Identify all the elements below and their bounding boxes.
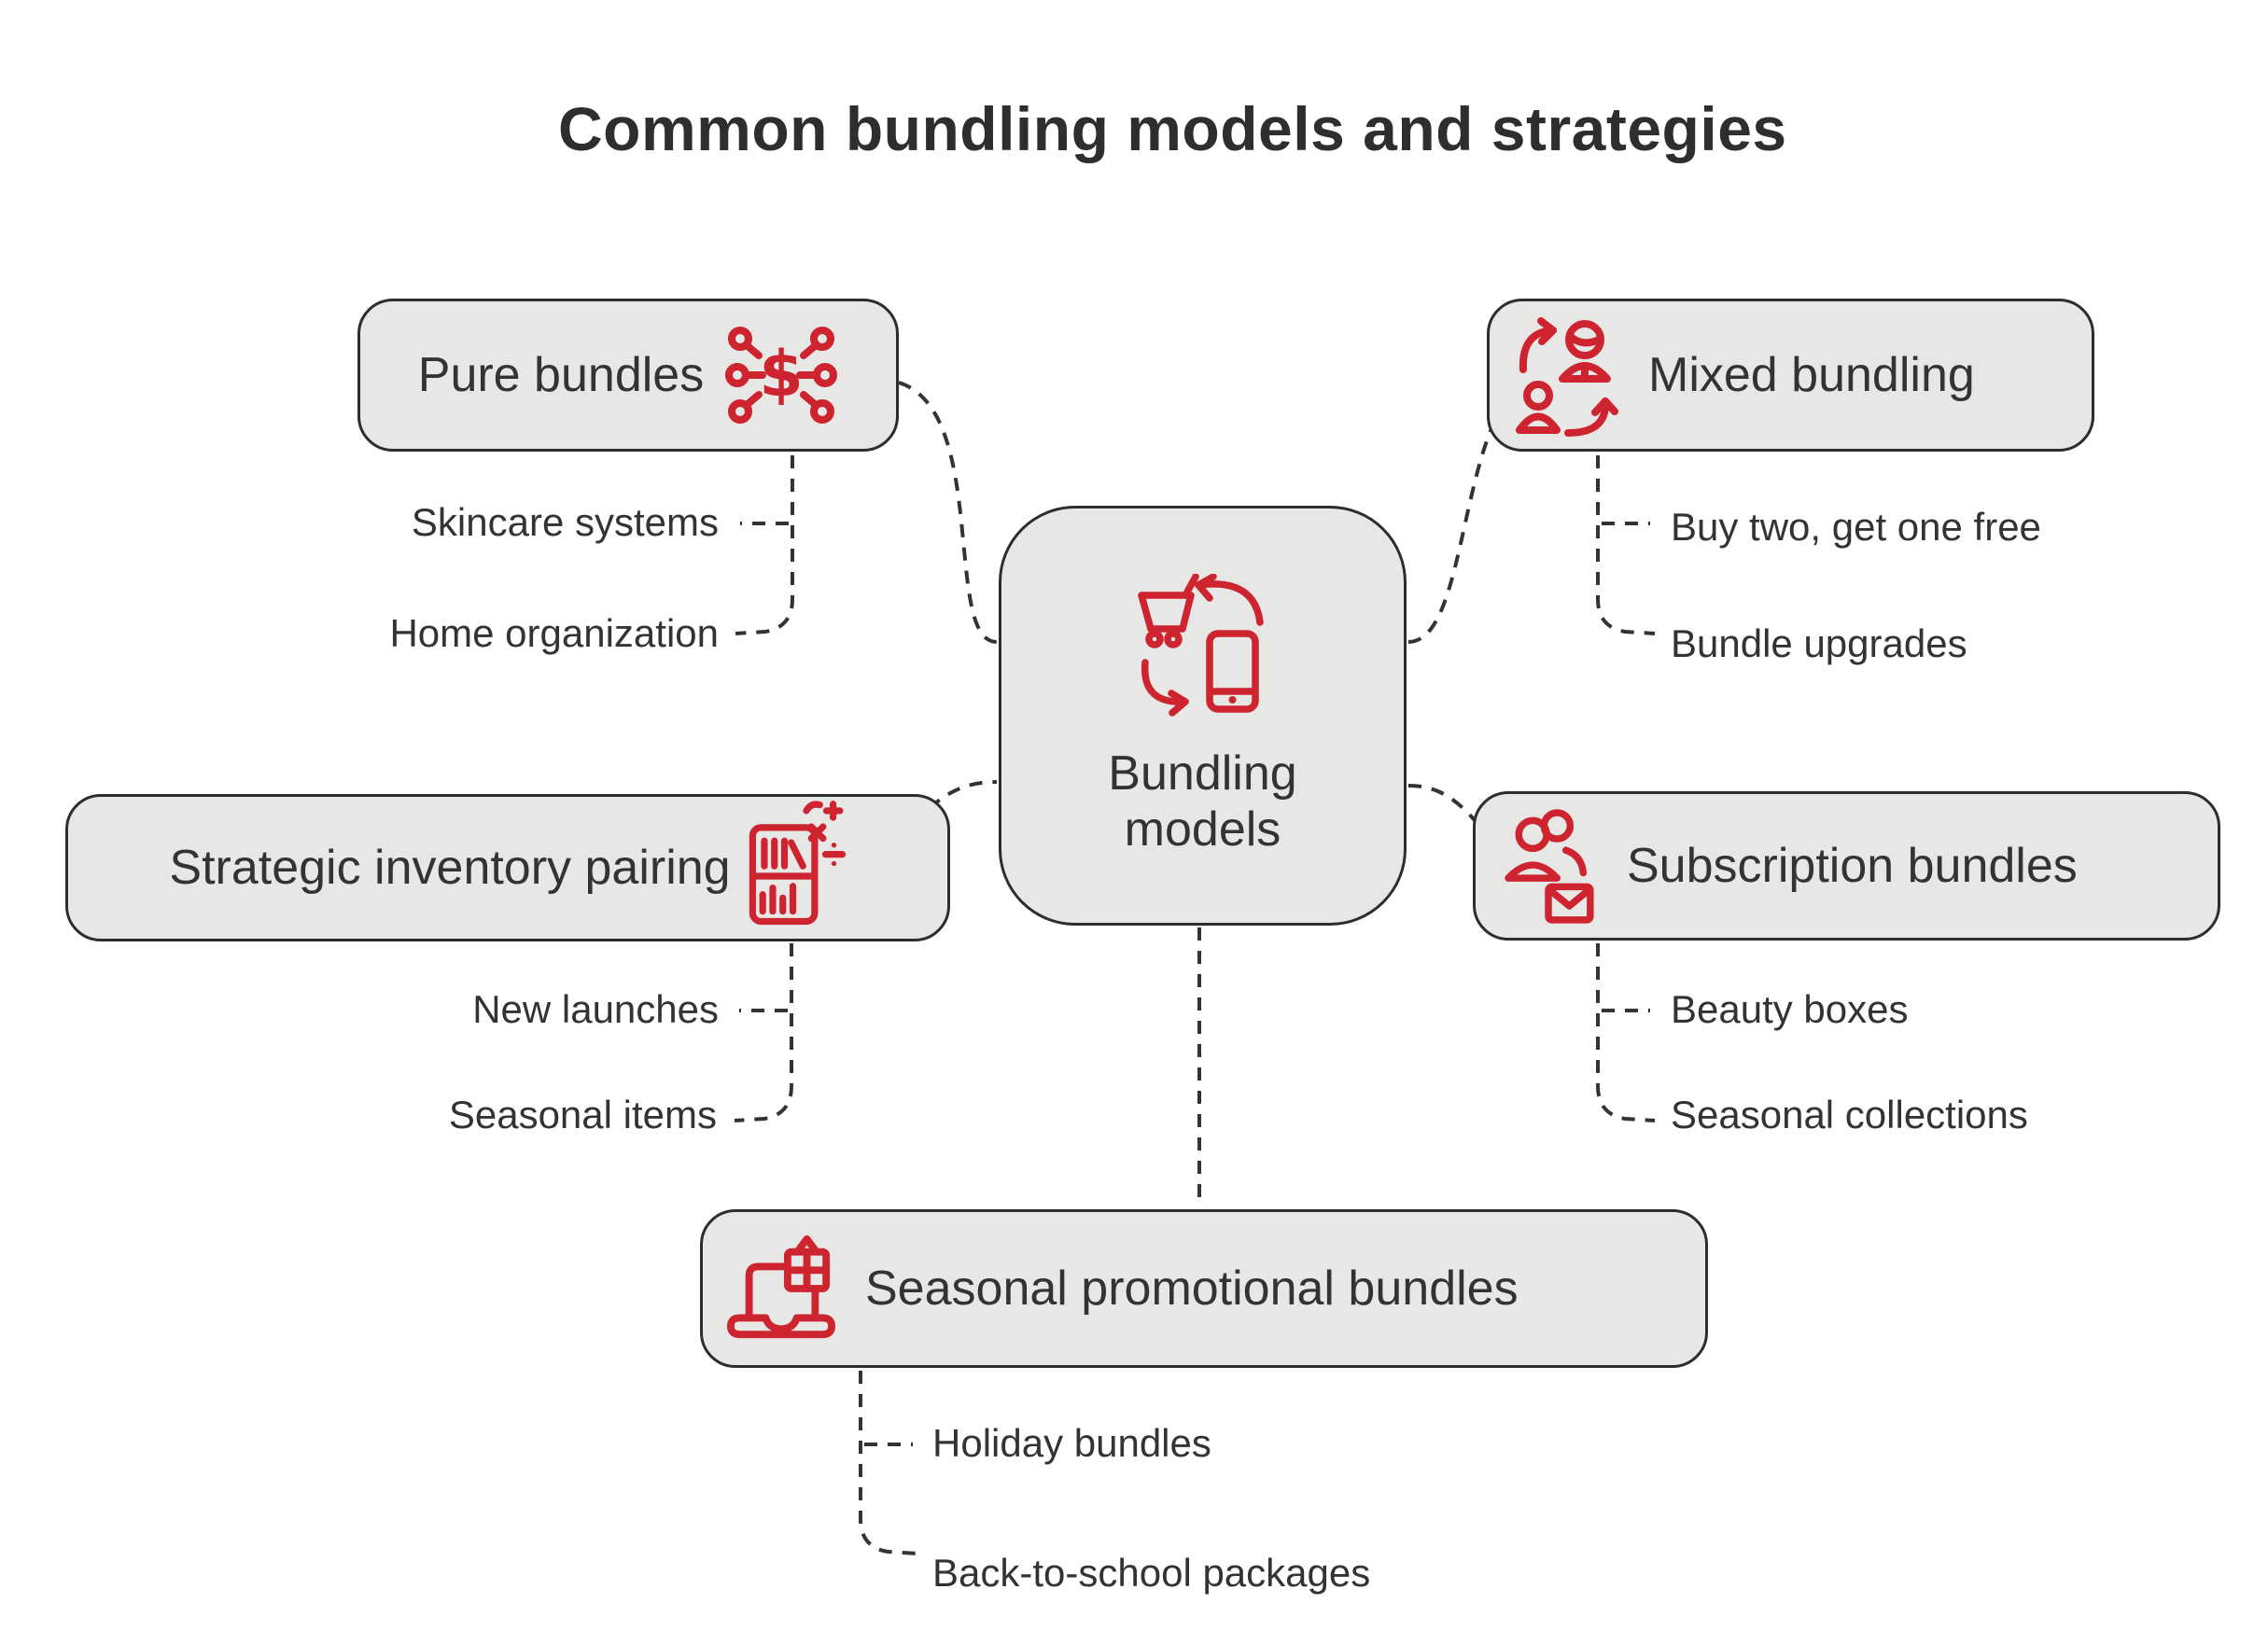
central-node-bundling-models: Bundling models xyxy=(999,506,1407,926)
dollar-network-icon: $ xyxy=(724,324,838,426)
svg-text:$: $ xyxy=(760,338,804,411)
sub-item-home-organization: Home organization xyxy=(389,611,719,655)
sub-item-skincare-systems: Skincare systems xyxy=(411,500,719,544)
central-node-label: Bundling models xyxy=(1108,746,1297,857)
connector-seasonal-children-trunk xyxy=(859,1371,918,1555)
connector-pure-bundles-to-center xyxy=(898,381,998,644)
sub-item-beauty-boxes: Beauty boxes xyxy=(1671,987,1909,1031)
sub-item-new-launches: New launches xyxy=(472,987,719,1031)
connector-pure-bundles-children-trunk xyxy=(735,455,794,635)
customer-swap-icon xyxy=(1514,312,1618,439)
sub-item-holiday-bundles: Holiday bundles xyxy=(932,1421,1211,1465)
connector-subscription-children-trunk xyxy=(1596,943,1656,1122)
node-pure-bundles: Pure bundles $ xyxy=(357,299,899,452)
sub-item-back-to-school-packages: Back-to-school packages xyxy=(932,1551,1371,1595)
laptop-gift-icon xyxy=(727,1232,835,1345)
connector-mixed-bundling-children-trunk xyxy=(1596,455,1656,635)
node-seasonal-promotional-bundles: Seasonal promotional bundles xyxy=(700,1209,1708,1368)
node-mixed-bundling: Mixed bundling xyxy=(1487,299,2094,452)
node-mixed-bundling-label: Mixed bundling xyxy=(1648,348,1975,402)
node-subscription-bundles: Subscription bundles xyxy=(1473,791,2220,941)
cart-phone-sync-icon xyxy=(1129,573,1277,721)
sub-item-bundle-upgrades: Bundle upgrades xyxy=(1671,621,1967,665)
sub-item-seasonal-items: Seasonal items xyxy=(448,1093,717,1136)
members-mail-icon xyxy=(1500,800,1597,932)
node-seasonal-promotional-bundles-label: Seasonal promotional bundles xyxy=(865,1262,1519,1316)
inventory-math-icon xyxy=(748,799,847,937)
sub-item-buy-two-get-one-free: Buy two, get one free xyxy=(1671,505,2041,549)
node-subscription-bundles-label: Subscription bundles xyxy=(1627,839,2078,893)
page-title: Common bundling models and strategies xyxy=(558,94,1787,163)
sub-item-seasonal-collections: Seasonal collections xyxy=(1671,1093,2028,1136)
connector-strategic-inventory-children-trunk xyxy=(734,943,793,1122)
node-strategic-inventory-pairing: Strategic inventory pairing xyxy=(65,794,950,941)
node-strategic-inventory-pairing-label: Strategic inventory pairing xyxy=(169,841,731,895)
node-pure-bundles-label: Pure bundles xyxy=(417,348,705,402)
